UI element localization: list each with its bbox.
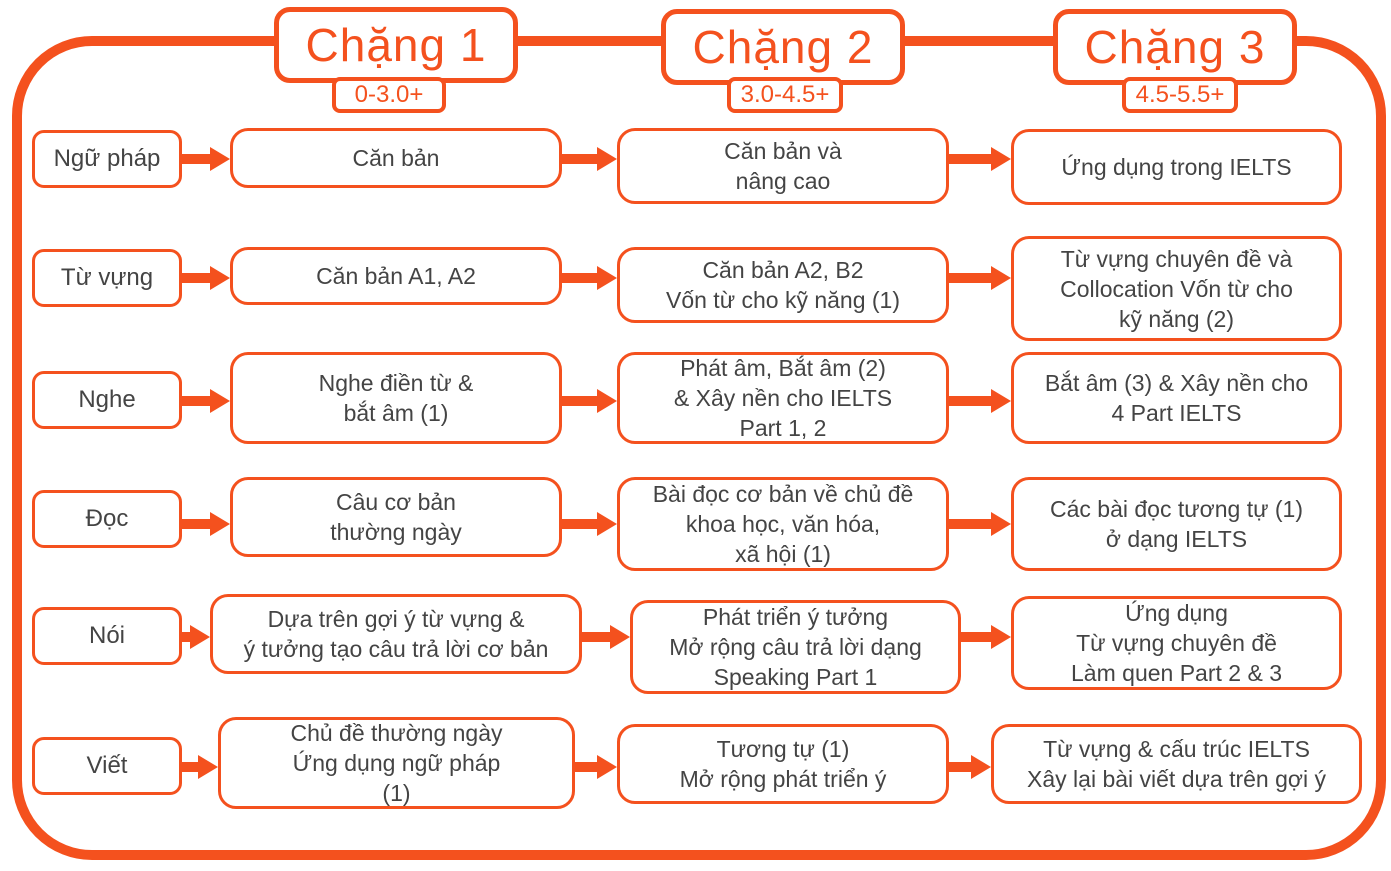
- writing-stage-1: Chủ đề thường ngày Ứng dụng ngữ pháp (1): [218, 717, 575, 809]
- listening-stage-2: Phát âm, Bắt âm (2) & Xây nền cho IELTS …: [617, 352, 949, 444]
- arrow-speaking-2: [582, 625, 630, 649]
- arrow-reading-2: [562, 512, 617, 536]
- stage-1-range: 0-3.0+: [332, 77, 446, 113]
- vocabulary-stage-1: Căn bản A1, A2: [230, 247, 562, 305]
- arrow-grammar-3: [949, 147, 1011, 171]
- vocabulary-stage-2: Căn bản A2, B2 Vốn từ cho kỹ năng (1): [617, 247, 949, 323]
- arrow-grammar-2: [562, 147, 617, 171]
- vocabulary-stage-3: Từ vựng chuyên đề và Collocation Vốn từ …: [1011, 236, 1342, 341]
- stage-2-title: Chặng 2: [661, 9, 905, 85]
- arrow-writing-1: [182, 755, 218, 779]
- arrow-grammar-1: [182, 147, 230, 171]
- speaking-stage-1: Dựa trên gợi ý từ vựng & ý tưởng tạo câu…: [210, 594, 582, 674]
- stage-3-title: Chặng 3: [1053, 9, 1297, 85]
- writing-stage-2: Tương tự (1) Mở rộng phát triển ý: [617, 724, 949, 804]
- row-label-reading: Đọc: [32, 490, 182, 548]
- grammar-stage-3: Ứng dụng trong IELTS: [1011, 129, 1342, 205]
- stage-2-range: 3.0-4.5+: [727, 77, 843, 113]
- stage-1-title: Chặng 1: [274, 7, 518, 83]
- arrow-writing-3: [949, 755, 991, 779]
- row-label-writing: Viết: [32, 737, 182, 795]
- arrow-listening-3: [949, 389, 1011, 413]
- arrow-vocabulary-1: [182, 266, 230, 290]
- reading-stage-2: Bài đọc cơ bản về chủ đề khoa học, văn h…: [617, 477, 949, 571]
- grammar-stage-2: Căn bản và nâng cao: [617, 128, 949, 204]
- row-label-listening: Nghe: [32, 371, 182, 429]
- arrow-writing-2: [575, 755, 617, 779]
- arrow-vocabulary-2: [562, 266, 617, 290]
- row-label-speaking: Nói: [32, 607, 182, 665]
- stage-3-range: 4.5-5.5+: [1122, 77, 1238, 113]
- arrow-reading-1: [182, 512, 230, 536]
- arrow-speaking-1: [182, 625, 210, 649]
- listening-stage-3: Bắt âm (3) & Xây nền cho 4 Part IELTS: [1011, 352, 1342, 444]
- reading-stage-3: Các bài đọc tương tự (1) ở dạng IELTS: [1011, 477, 1342, 571]
- listening-stage-1: Nghe điền từ & bắt âm (1): [230, 352, 562, 444]
- grammar-stage-1: Căn bản: [230, 128, 562, 188]
- reading-stage-1: Câu cơ bản thường ngày: [230, 477, 562, 557]
- arrow-listening-1: [182, 389, 230, 413]
- speaking-stage-2: Phát triển ý tưởng Mở rộng câu trả lời d…: [630, 600, 961, 694]
- arrow-vocabulary-3: [949, 266, 1011, 290]
- row-label-grammar: Ngữ pháp: [32, 130, 182, 188]
- writing-stage-3: Từ vựng & cấu trúc IELTS Xây lại bài viế…: [991, 724, 1362, 804]
- speaking-stage-3: Ứng dụng Từ vựng chuyên đề Làm quen Part…: [1011, 596, 1342, 690]
- arrow-reading-3: [949, 512, 1011, 536]
- arrow-listening-2: [562, 389, 617, 413]
- row-label-vocabulary: Từ vựng: [32, 249, 182, 307]
- arrow-speaking-3: [961, 625, 1011, 649]
